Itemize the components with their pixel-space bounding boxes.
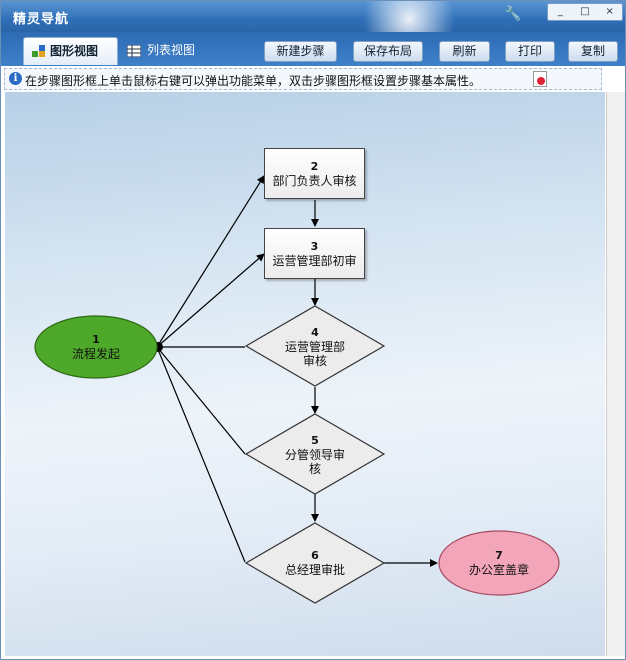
node-4-shape	[244, 305, 386, 387]
edge-1-5	[156, 346, 246, 455]
flow-connectors	[34, 175, 560, 604]
tab-list-view-label: 列表视图	[147, 43, 196, 57]
node-6-shape	[244, 522, 386, 604]
copy-button[interactable]: 复制	[568, 41, 618, 62]
close-tip-icon[interactable]	[533, 71, 547, 87]
window-controls: _ □ ×	[547, 3, 623, 21]
save-layout-button[interactable]: 保存布局	[353, 41, 423, 62]
title-bar: 精灵导航 🔧 _ □ ×	[1, 1, 625, 35]
close-button[interactable]: ×	[605, 6, 614, 17]
graph-view-icon	[32, 45, 45, 57]
info-text: 在步骤图形框上单击鼠标右键可以弹出功能菜单，双击步骤图形框设置步骤基本属性。	[25, 74, 482, 88]
tab-graph-view-label: 图形视图	[50, 44, 99, 58]
node-3-label: 运营管理部初审	[272, 253, 357, 268]
minimize-button[interactable]: _	[557, 6, 563, 17]
node-7-shape	[438, 530, 560, 596]
restore-button[interactable]: □	[580, 6, 590, 17]
node-5-shape	[244, 413, 386, 495]
edge-1-2	[156, 175, 265, 348]
tab-bar: 图形视图 列表视图 新建步骤 保存布局 刷新 打印 复制	[1, 32, 625, 66]
vertical-scrollbar[interactable]	[606, 92, 625, 656]
edge-1-3	[156, 253, 265, 348]
flow-node-3[interactable]: 3 运营管理部初审	[264, 228, 365, 279]
node-1-shape	[34, 315, 158, 379]
tab-graph-view[interactable]: 图形视图	[23, 37, 118, 65]
print-button[interactable]: 打印	[505, 41, 555, 62]
wrench-icon[interactable]: 🔧	[504, 6, 522, 22]
new-step-button[interactable]: 新建步骤	[264, 41, 337, 62]
info-bar: i 在步骤图形框上单击鼠标右键可以弹出功能菜单，双击步骤图形框设置步骤基本属性。	[4, 68, 602, 90]
node-3-number: 3	[310, 239, 319, 253]
flow-node-2[interactable]: 2 部门负责人审核	[264, 148, 365, 199]
edge-1-6	[156, 346, 246, 563]
refresh-button[interactable]: 刷新	[439, 41, 490, 62]
info-icon: i	[9, 72, 22, 85]
flow-canvas: 2 部门负责人审核 3 运营管理部初审 1 流程发起 4 运营管理部审核 5 分…	[5, 92, 605, 656]
tab-list-view[interactable]: 列表视图	[121, 37, 221, 65]
node-2-number: 2	[310, 159, 319, 173]
node-2-label: 部门负责人审核	[272, 173, 357, 188]
window-title: 精灵导航	[13, 12, 70, 27]
title-decoration	[361, 1, 481, 35]
list-view-icon	[127, 45, 141, 57]
